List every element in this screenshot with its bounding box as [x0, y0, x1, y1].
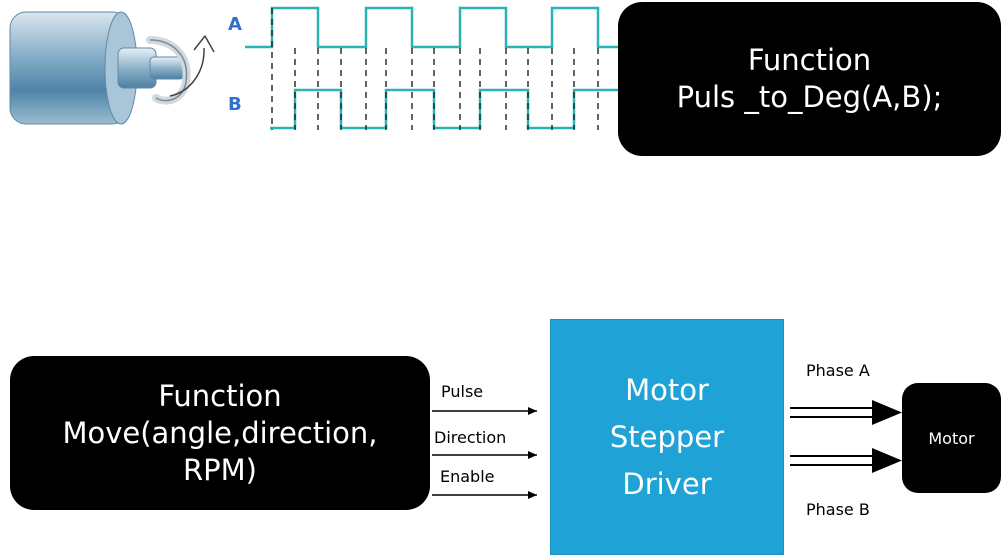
motor-label: Motor: [928, 428, 975, 448]
signal-waveforms: [245, 6, 618, 130]
input-label-enable: Enable: [440, 467, 495, 486]
phase-a-arrow: [790, 400, 902, 425]
driver-input-arrows: [432, 407, 537, 499]
move-function-keyword: Function: [158, 378, 282, 413]
phase-a-label: Phase A: [806, 361, 870, 380]
stepper-driver-block: Motor Stepper Driver: [550, 319, 784, 555]
encoder-motor-icon: [9, 11, 215, 125]
function-call: Puls _to_Deg(A,B);: [676, 80, 943, 114]
function-keyword: Function: [747, 43, 872, 77]
signal-a-label: A: [228, 14, 242, 35]
signal-a-waveform: [245, 6, 618, 49]
driver-line3: Driver: [622, 466, 712, 501]
driver-line1: Motor: [625, 372, 709, 407]
driver-line2: Stepper: [609, 419, 725, 454]
move-function-line1: Move(angle,direction,: [62, 415, 378, 450]
signal-b-waveform: [270, 88, 618, 130]
signal-timing-marks: [271, 8, 599, 130]
move-function-box: Function Move(angle,direction, RPM): [10, 356, 430, 510]
input-label-direction: Direction: [434, 428, 507, 447]
move-function-line2: RPM): [183, 452, 257, 487]
phase-b-arrow: [790, 448, 902, 473]
phase-b-label: Phase B: [806, 500, 870, 519]
puls-to-deg-function-box: Function Puls _to_Deg(A,B);: [618, 2, 1001, 156]
signal-b-label: B: [228, 94, 242, 115]
motor-box: Motor: [902, 383, 1001, 493]
input-label-pulse: Pulse: [441, 382, 484, 401]
